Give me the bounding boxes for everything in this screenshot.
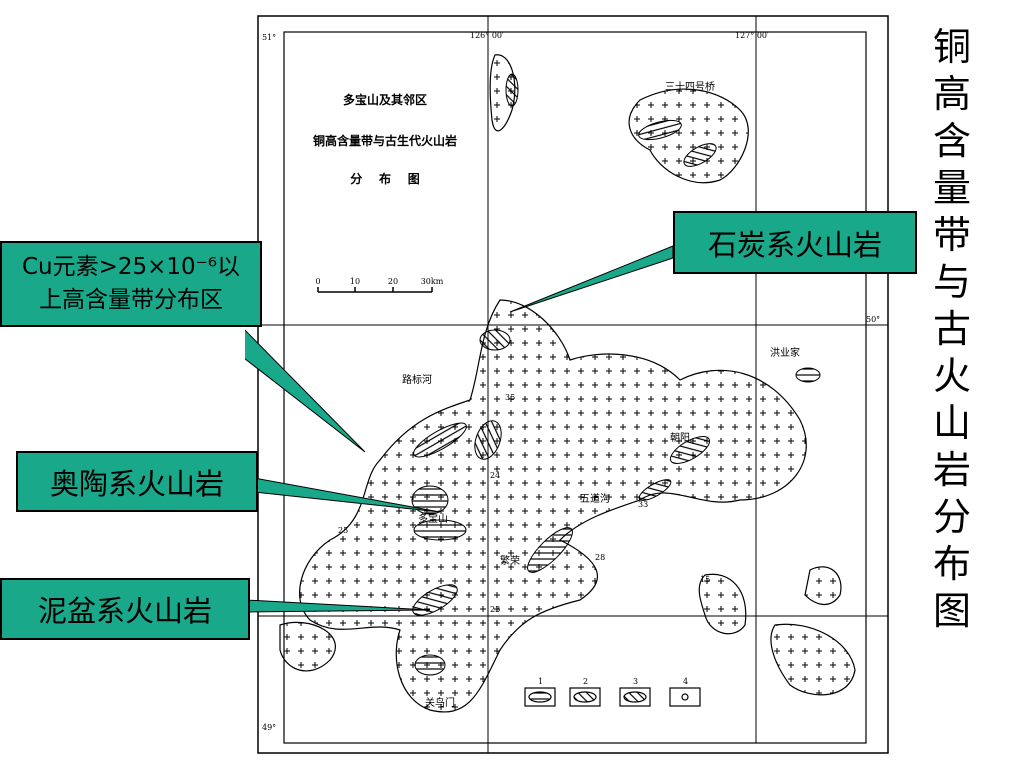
cu-zone bbox=[474, 420, 502, 460]
carboniferous-callout-label: 石炭系火山岩 bbox=[707, 227, 882, 262]
dip-number: 28 bbox=[595, 553, 605, 562]
vertical-title-char: 布 bbox=[932, 542, 971, 586]
northeast-volcanic-area bbox=[628, 88, 749, 184]
map-title-line-3: 分 布 图 bbox=[350, 171, 419, 186]
legend-label-4: 4 bbox=[683, 677, 688, 686]
place-label: 洪业家 bbox=[770, 346, 800, 359]
geologic-map: 多宝山及其邻区 铜高含量带与古生代火山岩 分 布 图 0 10 20 30km … bbox=[245, 15, 889, 754]
scale-tick-3: 30km bbox=[421, 277, 444, 286]
lon-label-127: 127° 00′ bbox=[735, 31, 769, 40]
place-label: 繁荣 bbox=[500, 554, 520, 567]
lat-label-49: 49° bbox=[262, 723, 276, 732]
scale-tick-2: 20 bbox=[388, 277, 398, 286]
place-label: 多宝山 bbox=[418, 512, 448, 525]
dip-number: 35 bbox=[505, 393, 515, 402]
dip-number: 23 bbox=[490, 605, 500, 614]
cu-zone bbox=[527, 527, 573, 573]
volcanic-rock-areas bbox=[279, 54, 856, 713]
cu-zone bbox=[638, 119, 682, 141]
vertical-title-char: 岩 bbox=[932, 448, 971, 492]
cu-zone bbox=[413, 519, 467, 541]
southwest-volcanic-area bbox=[279, 621, 336, 672]
scale-tick-1: 10 bbox=[350, 277, 360, 286]
scale-tick-0: 0 bbox=[315, 277, 320, 286]
scale-bar bbox=[317, 287, 433, 293]
place-label: 三十四号桥 bbox=[665, 80, 715, 93]
vertical-title-char: 含 bbox=[932, 119, 971, 163]
dip-number: 33 bbox=[638, 500, 648, 509]
high-copper-zones bbox=[411, 73, 821, 676]
vertical-title-char: 分 bbox=[932, 495, 971, 539]
legend-label-2: 2 bbox=[583, 677, 588, 686]
legend-boxes bbox=[524, 687, 701, 707]
dip-number: 24 bbox=[490, 471, 500, 480]
dip-number: 25 bbox=[338, 526, 348, 535]
cu-zone bbox=[505, 73, 519, 107]
place-label: 关鸟门 bbox=[425, 696, 455, 709]
map-title-line-2: 铜高含量带与古生代火山岩 bbox=[313, 133, 457, 148]
legend-label-1: 1 bbox=[538, 677, 543, 686]
northwest-strip-area bbox=[489, 54, 516, 132]
ordovician-callout: 奥陶系火山岩 bbox=[16, 451, 258, 512]
legend-label-3: 3 bbox=[633, 677, 638, 686]
cu-high-zone-callout: Cu元素>25×10⁻⁶以 上高含量带分布区 bbox=[0, 241, 262, 327]
cu-zone bbox=[414, 654, 446, 676]
cu-zone bbox=[411, 485, 449, 515]
vertical-title-char: 火 bbox=[932, 354, 971, 398]
devonian-callout-label: 泥盆系火山岩 bbox=[37, 594, 212, 628]
central-volcanic-area bbox=[299, 299, 807, 713]
cu-zone bbox=[412, 584, 458, 616]
callout-pointers bbox=[245, 245, 674, 613]
place-label: 路标河 bbox=[402, 373, 432, 386]
cu-zone bbox=[413, 422, 467, 458]
cu-zone bbox=[479, 329, 511, 351]
vertical-title-char: 带 bbox=[932, 213, 971, 257]
vertical-title-char: 铜 bbox=[932, 25, 971, 69]
east-volcanic-area bbox=[698, 573, 747, 635]
cu-zone bbox=[683, 143, 717, 167]
lon-label-126: 126° 00′ bbox=[470, 31, 504, 40]
map-labels: 多宝山及其邻区 铜高含量带与古生代火山岩 分 布 图 0 10 20 30km … bbox=[262, 31, 880, 732]
southeast-volcanic-area bbox=[770, 623, 856, 696]
map-title-line-1: 多宝山及其邻区 bbox=[343, 92, 427, 107]
dip-number: 15 bbox=[700, 575, 710, 584]
lat-label-50: 50° bbox=[866, 315, 880, 324]
vertical-title-char: 高 bbox=[932, 72, 971, 116]
vertical-title-char: 与 bbox=[932, 260, 971, 304]
vertical-title-char: 古 bbox=[932, 307, 971, 351]
cu-callout-line-2: 上高含量带分布区 bbox=[38, 287, 223, 313]
ordovician-callout-label: 奥陶系火山岩 bbox=[49, 466, 224, 501]
cu-zone bbox=[669, 436, 711, 464]
cu-zone bbox=[638, 479, 672, 501]
far-east-volcanic-area bbox=[804, 566, 842, 605]
vertical-title-char: 图 bbox=[932, 589, 971, 633]
vertical-title-char: 山 bbox=[932, 401, 971, 445]
place-label: 朝阳 bbox=[670, 432, 690, 444]
vertical-title: 铜高含量带与古火山岩分布图 bbox=[922, 24, 982, 635]
devonian-callout: 泥盆系火山岩 bbox=[0, 578, 250, 640]
cu-callout-line-1: Cu元素>25×10⁻⁶以 bbox=[21, 254, 241, 280]
place-label: 五道沟 bbox=[580, 492, 610, 505]
lat-label-51: 51° bbox=[262, 33, 276, 42]
vertical-title-char: 量 bbox=[932, 166, 971, 210]
carboniferous-callout: 石炭系火山岩 bbox=[673, 211, 917, 274]
cu-zone bbox=[795, 367, 821, 383]
